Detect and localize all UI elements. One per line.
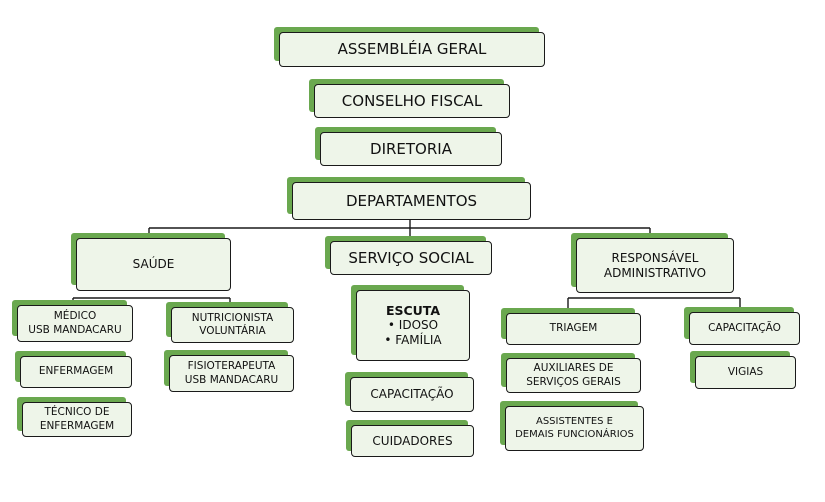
capacitacao-adm-label: CAPACITAÇÃO	[708, 321, 781, 334]
capacitacao-adm-node: CAPACITAÇÃO	[684, 307, 800, 345]
assistentes-line1: ASSISTENTES E	[535, 416, 613, 427]
cuidadores-label: CUIDADORES	[372, 433, 453, 448]
servico-social-node: SERVIÇO SOCIAL	[325, 236, 492, 275]
saude-node: SAÚDE	[71, 233, 231, 291]
fisioterapeuta-node: FISIOTERAPEUTA USB MANDACARU	[164, 350, 294, 392]
servico-social-label: SERVIÇO SOCIAL	[348, 248, 474, 267]
diretoria-node: DIRETORIA	[315, 127, 502, 166]
departamentos-label: DEPARTAMENTOS	[345, 191, 478, 210]
nutricionista-node: NUTRICIONISTA VOLUNTÁRIA	[166, 302, 294, 343]
escuta-title: ESCUTA	[385, 302, 441, 318]
cuidadores-node: CUIDADORES	[346, 420, 474, 457]
assistentes-line2: DEMAIS FUNCIONÁRIOS	[515, 428, 634, 440]
vigias-label: VIGIAS	[727, 365, 764, 378]
medico-node: MÉDICO USB MANDACARU	[12, 300, 133, 342]
triagem-label: TRIAGEM	[549, 322, 598, 335]
nutricionista-line2: VOLUNTÁRIA	[199, 325, 266, 337]
medico-line2: USB MANDACARU	[28, 323, 122, 336]
responsavel-line1: RESPONSÁVEL	[611, 250, 699, 265]
capacitacao-social-label: CAPACITAÇÃO	[370, 387, 454, 401]
enfermagem-node: ENFERMAGEM	[15, 351, 132, 388]
escuta-item-familia: • FAMÍLIA	[384, 333, 442, 348]
fisioterapeuta-line2: USB MANDACARU	[184, 373, 279, 386]
diretoria-label: DIRETORIA	[370, 139, 452, 158]
medico-line1: MÉDICO	[53, 310, 97, 323]
assembleia-geral-node: ASSEMBLÉIA GERAL	[274, 27, 545, 67]
conselho-fiscal-label: CONSELHO FISCAL	[341, 91, 483, 110]
enfermagem-label: ENFERMAGEM	[38, 365, 114, 378]
capacitacao-social-node: CAPACITAÇÃO	[345, 372, 474, 412]
fisioterapeuta-line1: FISIOTERAPEUTA	[187, 360, 276, 373]
tecnico-line2: ENFERMAGEM	[39, 419, 115, 432]
triagem-node: TRIAGEM	[501, 308, 641, 345]
auxiliares-node: AUXILIARES DE SERVIÇOS GERAIS	[501, 353, 641, 393]
vigias-node: VIGIAS	[690, 351, 796, 389]
tecnico-line1: TÉCNICO DE	[44, 406, 110, 419]
assembleia-geral-label: ASSEMBLÉIA GERAL	[337, 40, 487, 59]
departamentos-node: DEPARTAMENTOS	[287, 177, 531, 220]
escuta-item-idoso: • IDOSO	[387, 318, 439, 333]
escuta-node: ESCUTA • IDOSO • FAMÍLIA	[351, 285, 470, 361]
tecnico-enfermagem-node: TÉCNICO DE ENFERMAGEM	[17, 397, 132, 437]
conselho-fiscal-node: CONSELHO FISCAL	[309, 79, 510, 118]
responsavel-administrativo-node: RESPONSÁVEL ADMINISTRATIVO	[571, 233, 734, 293]
responsavel-line2: ADMINISTRATIVO	[603, 265, 707, 280]
saude-label: SAÚDE	[132, 257, 175, 271]
nutricionista-line1: NUTRICIONISTA	[191, 311, 274, 324]
auxiliares-line2: SERVIÇOS GERAIS	[526, 375, 621, 388]
assistentes-node: ASSISTENTES E DEMAIS FUNCIONÁRIOS	[500, 401, 644, 451]
auxiliares-line1: AUXILIARES DE	[533, 362, 614, 375]
